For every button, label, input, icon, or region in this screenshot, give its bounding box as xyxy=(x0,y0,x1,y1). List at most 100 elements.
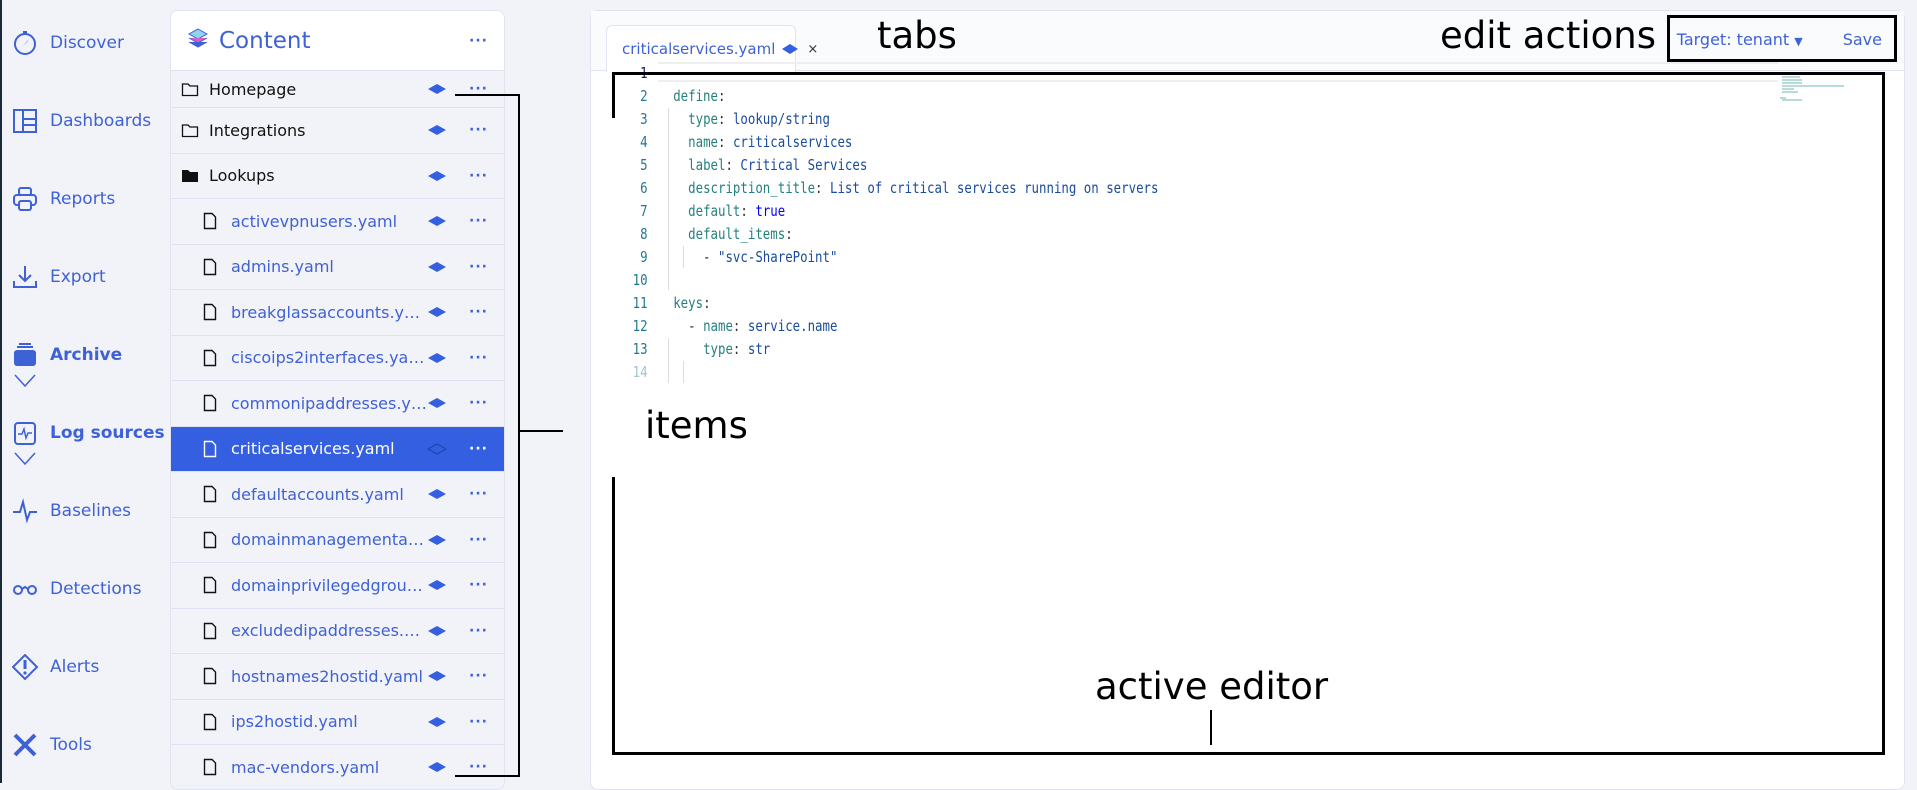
code-token: : xyxy=(732,317,748,335)
diamond-status-icon[interactable] xyxy=(427,625,447,637)
item-more-button[interactable]: ··· xyxy=(469,440,488,457)
chevron-down-icon[interactable] xyxy=(14,451,36,466)
diamond-status-icon[interactable] xyxy=(427,397,447,409)
nav-item-export[interactable]: Export xyxy=(12,257,106,297)
nav-item-archive[interactable]: Archive xyxy=(12,335,122,375)
diamond-status-icon[interactable] xyxy=(427,124,447,136)
item-more-button[interactable]: ··· xyxy=(469,577,488,594)
nav-item-baselines[interactable]: Baselines xyxy=(12,491,131,531)
diamond-status-icon[interactable] xyxy=(427,579,447,591)
diamond-status-icon[interactable] xyxy=(427,488,447,500)
alert-icon xyxy=(12,654,38,680)
item-more-button[interactable]: ··· xyxy=(469,713,488,730)
minimap[interactable] xyxy=(1780,72,1850,102)
modified-diamond-icon xyxy=(781,43,799,55)
diamond-status-icon[interactable] xyxy=(427,670,447,682)
file-icon xyxy=(203,576,221,594)
diamond-status-icon[interactable] xyxy=(427,761,447,773)
save-button[interactable]: Save xyxy=(1842,29,1882,49)
item-more-button[interactable]: ··· xyxy=(469,759,488,776)
item-label: breakglassaccounts.yaml xyxy=(231,302,428,322)
code-token: lookup/string xyxy=(732,110,830,128)
list-item[interactable]: mac-vendors.yaml ··· xyxy=(171,745,504,789)
list-item[interactable]: Lookups··· xyxy=(171,154,504,199)
diamond-status-icon[interactable] xyxy=(427,306,447,318)
code-token: - xyxy=(673,248,718,266)
diamond-status-icon[interactable] xyxy=(427,534,447,546)
list-item[interactable]: excludedipaddresses.yaml··· xyxy=(171,609,504,654)
diamond-status-icon[interactable] xyxy=(427,215,447,227)
item-more-button[interactable]: ··· xyxy=(469,81,488,97)
item-more-button[interactable]: ··· xyxy=(469,213,488,230)
line-content: default_items: xyxy=(648,223,793,246)
nav-item-label: Detections xyxy=(50,579,142,599)
list-item[interactable]: criticalservices.yaml ··· xyxy=(171,426,504,472)
list-item[interactable]: Homepage··· xyxy=(171,71,504,108)
list-item[interactable]: breakglassaccounts.yaml ··· xyxy=(171,290,504,336)
nav-item-dashboards[interactable]: Dashboards xyxy=(12,101,151,141)
diamond-status-icon[interactable] xyxy=(427,716,447,728)
list-item[interactable]: commonipaddresses.yaml··· xyxy=(171,381,504,427)
list-item[interactable]: admins.yaml··· xyxy=(171,245,504,290)
item-more-button[interactable]: ··· xyxy=(469,622,488,639)
line-content: description_title: List of critical serv… xyxy=(648,177,1158,200)
list-item[interactable]: Integrations··· xyxy=(171,108,504,154)
code-token: : xyxy=(740,202,756,220)
nav-item-alerts[interactable]: Alerts xyxy=(12,647,99,687)
code-token: : xyxy=(718,133,733,151)
list-item[interactable]: defaultaccounts.yaml··· xyxy=(171,472,504,518)
code-token: label xyxy=(688,156,726,174)
item-more-button[interactable]: ··· xyxy=(469,122,488,139)
chevron-down-icon[interactable] xyxy=(14,373,36,388)
item-more-button[interactable]: ··· xyxy=(469,167,488,184)
tab-criticalservices[interactable]: criticalservices.yaml × xyxy=(606,25,818,72)
list-item[interactable]: activevpnusers.yaml··· xyxy=(171,199,504,245)
nav-item-log-sources[interactable]: Log sources xyxy=(12,413,165,453)
diamond-status-icon[interactable] xyxy=(427,83,447,95)
code-token: true xyxy=(755,202,786,220)
item-more-button[interactable]: ··· xyxy=(469,395,488,412)
item-more-button[interactable]: ··· xyxy=(469,531,488,548)
item-label: mac-vendors.yaml xyxy=(231,757,380,777)
item-more-button[interactable]: ··· xyxy=(469,258,488,275)
code-token: - xyxy=(673,317,704,335)
list-item[interactable]: ips2hostid.yaml ··· xyxy=(171,700,504,745)
item-more-button[interactable]: ··· xyxy=(469,486,488,503)
diamond-status-icon[interactable] xyxy=(427,261,447,273)
item-more-button[interactable]: ··· xyxy=(469,304,488,321)
code-token: type xyxy=(688,110,718,128)
item-label: ips2hostid.yaml xyxy=(231,712,358,732)
code-line: 5 label: Critical Services xyxy=(590,154,1158,177)
line-number: 14 xyxy=(632,363,648,381)
diamond-status-icon[interactable] xyxy=(427,443,448,455)
code-token: name xyxy=(703,317,733,335)
code-line: 13 type: str xyxy=(590,338,1158,361)
code-token: "svc-SharePoint" xyxy=(718,248,838,266)
content-more-button[interactable]: ··· xyxy=(469,32,488,49)
items-bracket-top xyxy=(455,94,520,96)
nav-item-reports[interactable]: Reports xyxy=(12,179,115,219)
code-token: description_title xyxy=(688,179,816,197)
nav-item-label: Export xyxy=(50,267,106,287)
diamond-status-icon[interactable] xyxy=(427,170,447,182)
list-item[interactable]: domainprivilegedgroups.y...··· xyxy=(171,563,504,609)
item-more-button[interactable]: ··· xyxy=(469,349,488,366)
item-label: criticalservices.yaml xyxy=(231,439,395,459)
nav-item-discover[interactable]: Discover xyxy=(12,23,124,63)
line-content xyxy=(648,361,674,384)
line-content: - "svc-SharePoint" xyxy=(648,246,838,269)
tab-close-button[interactable]: × xyxy=(807,41,819,57)
item-more-button[interactable]: ··· xyxy=(469,668,488,685)
target-dropdown[interactable]: Target: tenant ▼ xyxy=(1677,30,1803,49)
layers-icon xyxy=(187,27,209,55)
file-icon xyxy=(203,531,221,549)
list-item[interactable]: domainmanagementacco...··· xyxy=(171,518,504,563)
list-item[interactable]: ciscoips2interfaces.yaml··· xyxy=(171,336,504,381)
diamond-status-icon[interactable] xyxy=(427,352,447,364)
folder-filled-icon xyxy=(181,168,199,183)
nav-item-detections[interactable]: Detections xyxy=(12,569,141,609)
nav-item-tools[interactable]: Tools xyxy=(12,725,92,765)
list-item[interactable]: hostnames2hostid.yaml··· xyxy=(171,654,504,700)
